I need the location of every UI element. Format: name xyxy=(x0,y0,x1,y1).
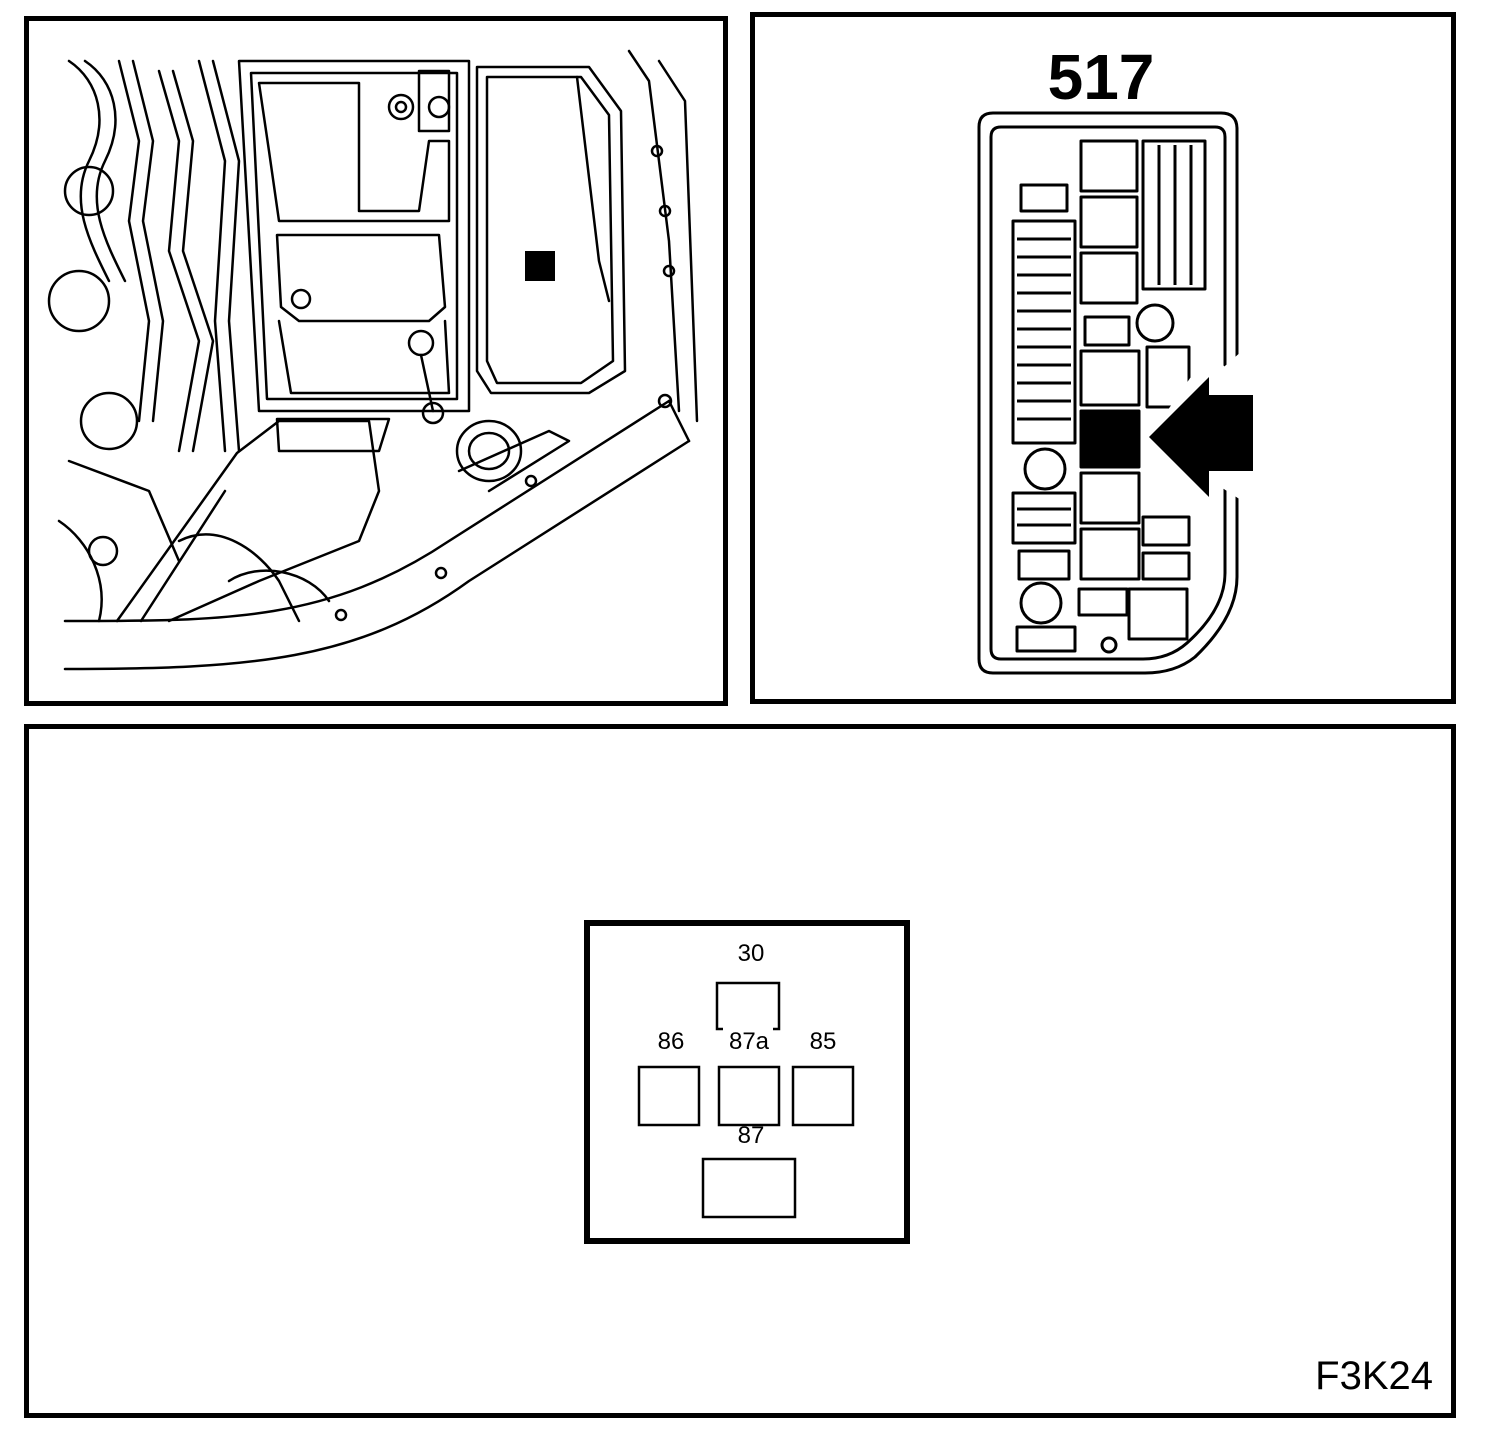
relay-pinout-panel: 30 86 87a 85 87 F3K24 xyxy=(24,724,1456,1418)
fuse-box-number: 517 xyxy=(1048,41,1155,113)
washer-reservoir xyxy=(455,419,571,493)
fuse-column-left xyxy=(1011,183,1077,653)
relay-pinout-drawing: 30 86 87a 85 87 F3K24 xyxy=(584,920,1433,1398)
frame-hole xyxy=(334,608,348,622)
engine-compartment-panel xyxy=(24,16,728,706)
figure-code: F3K24 xyxy=(1315,1354,1433,1398)
fuse-box-housing xyxy=(475,65,627,395)
fuse-box-outline xyxy=(977,111,1239,675)
pin-86-terminal xyxy=(637,1065,701,1127)
pin-30-terminal xyxy=(715,981,781,1031)
fuse-box-drawing: 517 xyxy=(977,41,1256,675)
body-frame-edge xyxy=(63,399,671,623)
pin-85-terminal xyxy=(791,1065,855,1127)
battery-terminal xyxy=(387,69,451,425)
pin-label-87: 87 xyxy=(738,1122,765,1149)
fuse-column-right xyxy=(1127,139,1207,641)
frame-hole xyxy=(657,393,673,409)
body-frame-edge-outer xyxy=(63,439,691,671)
location-arrow-icon xyxy=(1149,377,1253,497)
pin-87-terminal xyxy=(701,1157,797,1219)
highlighted-relay xyxy=(1079,409,1141,469)
relay-socket-outline xyxy=(584,920,910,1244)
relay-location-marker xyxy=(525,251,555,281)
pin-label-86: 86 xyxy=(658,1028,685,1055)
pin-label-87a: 87a xyxy=(729,1028,770,1055)
frame-hole xyxy=(524,474,538,488)
relay-column xyxy=(1077,139,1175,654)
pin-87a-terminal xyxy=(717,1065,781,1127)
battery xyxy=(237,59,471,453)
pin-label-85: 85 xyxy=(810,1028,837,1055)
frame-hole xyxy=(434,566,448,580)
pin-label-30: 30 xyxy=(738,940,765,967)
engine-hoses xyxy=(47,59,331,623)
engine-compartment-drawing xyxy=(47,49,699,671)
fuse-box-panel: 517 xyxy=(750,12,1456,704)
